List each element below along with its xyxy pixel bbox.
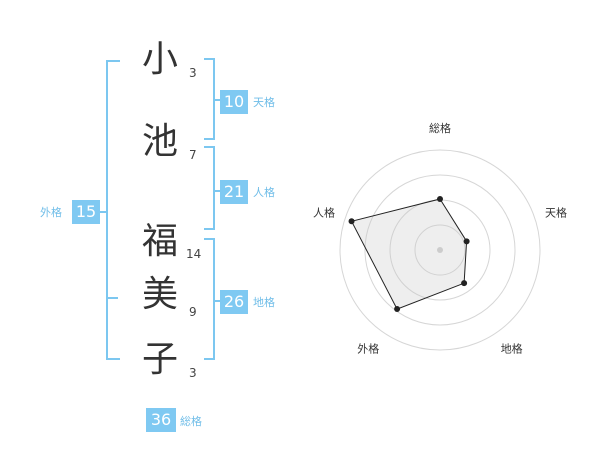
gaikaku-value-badge: 15 (72, 200, 100, 224)
radar-points (348, 196, 470, 313)
soukaku-label: 総格 (180, 415, 202, 428)
name-char-2: 池 (141, 121, 178, 162)
gaikaku-label: 外格 (40, 206, 62, 219)
radar-point-1 (437, 196, 443, 202)
radar-axis-label-4: 外格 (357, 342, 379, 356)
radar-axis-label-3: 地格 (501, 342, 523, 356)
radar-ring-3 (364, 174, 516, 326)
radar-ring-4 (339, 149, 541, 351)
radar-axis-label-5: 人格 (313, 205, 335, 219)
tenkaku-label: 天格 (253, 96, 275, 109)
stroke-count-4: 9 (189, 305, 197, 319)
name-char-3: 福 (141, 221, 178, 262)
jinkaku-value-badge: 21 (220, 180, 248, 204)
name-char-1: 小 (141, 39, 178, 80)
name-char-4: 美 (141, 274, 178, 315)
radar-polygon (350, 198, 468, 310)
stroke-count-2: 7 (189, 148, 197, 162)
soukaku-value-badge: 36 (146, 408, 176, 432)
radar-point-4 (394, 306, 401, 313)
name-char-5: 子 (141, 339, 178, 380)
radar-ring-1 (414, 224, 466, 276)
chikaku-value-badge: 26 (220, 290, 248, 314)
radar-point-5 (348, 218, 355, 225)
radar-point-3 (461, 280, 468, 287)
jinkaku-label: 人格 (253, 186, 275, 199)
radar-grid (339, 149, 541, 351)
stroke-count-5: 3 (189, 366, 197, 380)
stroke-count-3: 14 (186, 247, 202, 261)
radar-series (350, 198, 468, 310)
chikaku-label: 地格 (253, 296, 275, 309)
radar-point-2 (463, 238, 470, 245)
tenkaku-value-badge: 10 (220, 90, 248, 114)
radar-axis-label-1: 総格 (429, 121, 451, 135)
stroke-count-1: 3 (189, 66, 197, 80)
radar-center (437, 247, 443, 253)
radar-axis-label-2: 天格 (545, 205, 567, 219)
